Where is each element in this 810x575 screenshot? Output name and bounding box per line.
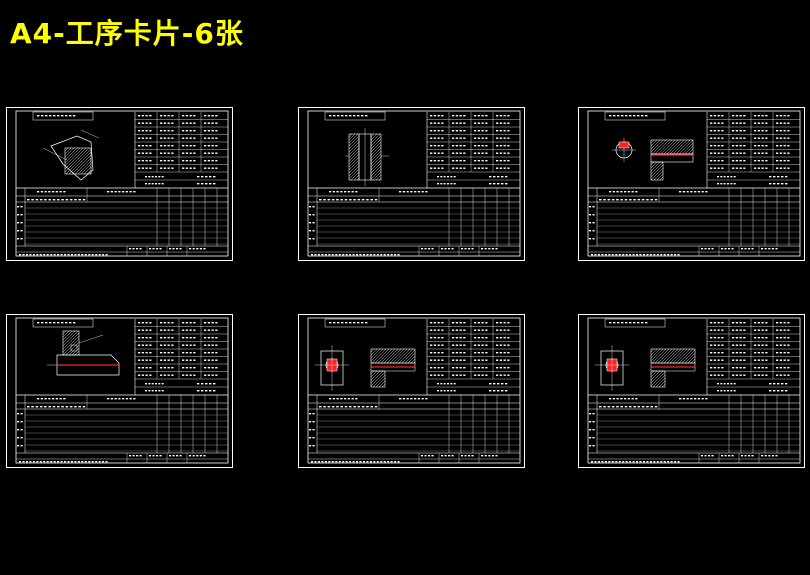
notched-base-icon <box>47 330 120 376</box>
block-with-hole-icon <box>315 345 416 391</box>
angled-plate-section-icon <box>42 129 100 181</box>
circle-and-slot-icon <box>612 138 694 181</box>
process-card-5[interactable] <box>298 314 525 468</box>
process-card-1[interactable] <box>6 107 233 261</box>
process-card-2[interactable] <box>298 107 525 261</box>
process-card-3[interactable] <box>578 107 805 261</box>
block-with-hole-icon <box>595 345 696 391</box>
hole-section-icon <box>345 128 389 186</box>
process-card-4[interactable] <box>6 314 233 468</box>
process-card-6[interactable] <box>578 314 805 468</box>
page-title: A4-工序卡片-6张 <box>10 17 244 50</box>
